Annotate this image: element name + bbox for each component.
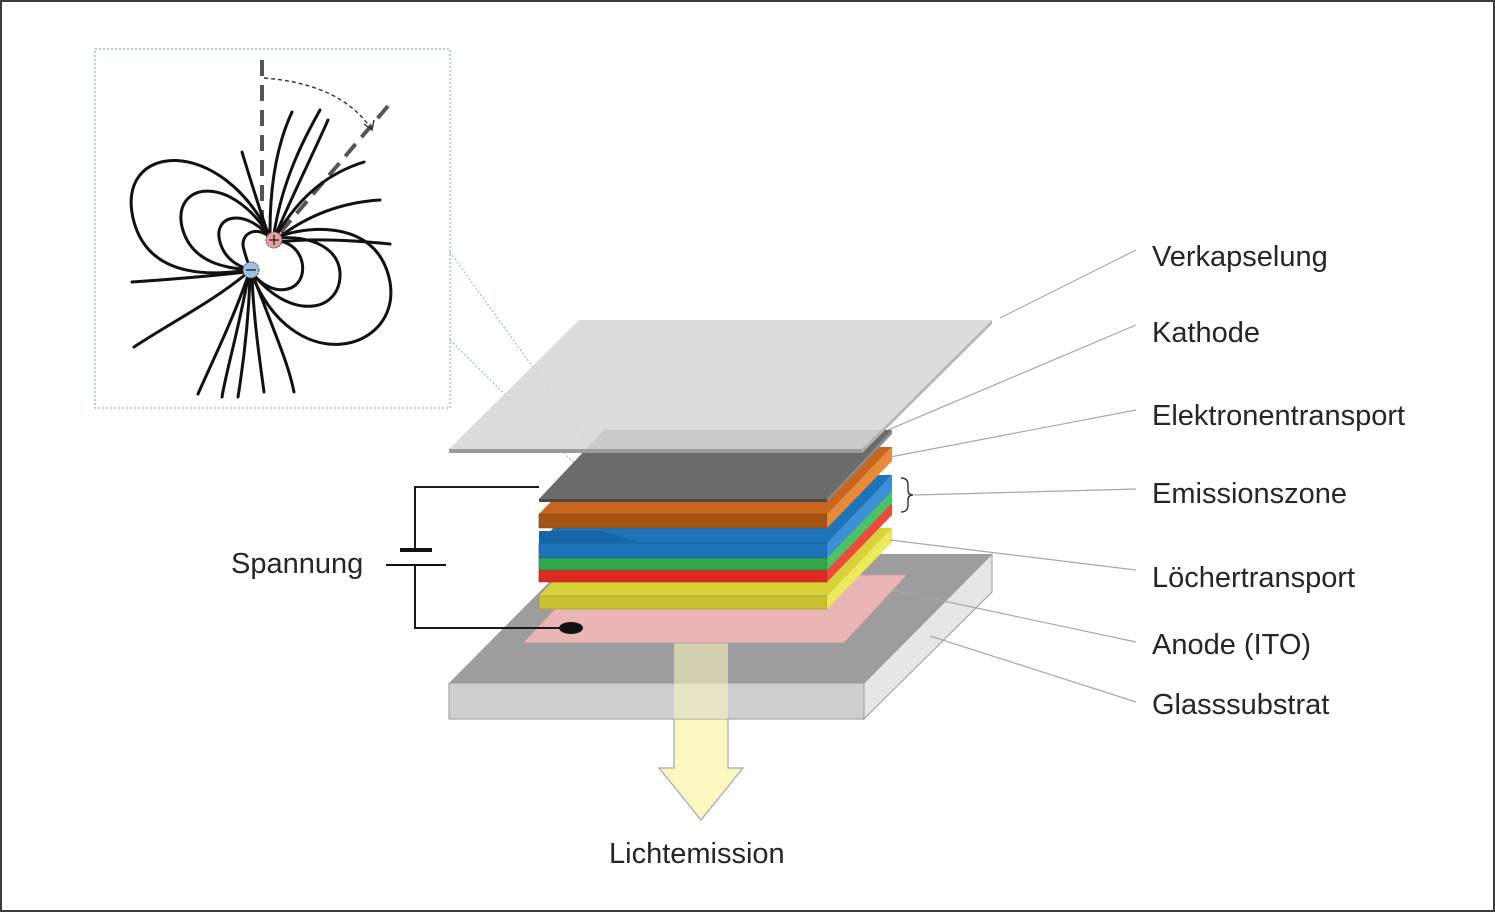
substrate-front: [448, 682, 865, 720]
label-light-emission: Lichtemission: [609, 838, 785, 870]
encapsulation-layer: [449, 320, 992, 453]
dipole-field-icon: [129, 108, 393, 399]
anode-contact: [559, 622, 583, 634]
inset-border: [94, 48, 451, 409]
battery-icon: [386, 548, 446, 566]
label-hole-transport: Löchertransport: [1152, 562, 1355, 594]
label-voltage: Spannung: [231, 548, 363, 580]
light-shaft: [674, 642, 728, 719]
dipole-inset: [94, 48, 671, 559]
substrate-side: [863, 552, 993, 721]
label-anode: Anode (ITO): [1152, 629, 1311, 661]
angle-arc-tip: [363, 119, 375, 132]
label-encapsulation: Verkapselung: [1152, 241, 1328, 273]
label-electron-transport: Elektronentransport: [1152, 400, 1405, 432]
voltage-circuit: [386, 486, 564, 629]
label-emission-zone: Emissionszone: [1152, 478, 1347, 510]
leader-lines: [887, 249, 1137, 703]
emission-zone-brace: [900, 477, 914, 513]
angle-arc: [263, 77, 373, 131]
label-glass-substrate: Glasssubstrat: [1152, 689, 1329, 721]
label-cathode: Kathode: [1152, 317, 1260, 349]
